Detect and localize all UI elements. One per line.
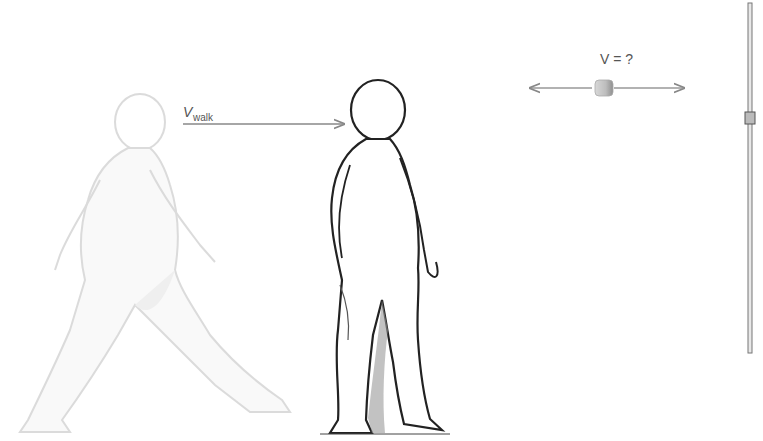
wall xyxy=(748,3,752,353)
velocity-symbol: V xyxy=(183,105,192,119)
ghost-arm xyxy=(150,170,215,262)
velocity-arrow xyxy=(530,87,592,88)
ghost-head xyxy=(115,94,165,150)
unknown-velocity: V = ? xyxy=(600,52,633,66)
walker-shading xyxy=(368,300,388,433)
walker-head xyxy=(351,80,405,140)
walker-shading xyxy=(340,285,349,340)
velocity-subscript: walk xyxy=(193,113,213,123)
wall-bump xyxy=(745,112,755,124)
walker-arm xyxy=(339,165,350,258)
ghost-body xyxy=(20,148,290,432)
walker-arm xyxy=(400,158,438,277)
ball xyxy=(595,80,613,96)
velocity-arrow xyxy=(183,123,344,124)
velocity-arrow xyxy=(614,87,684,88)
ground-line xyxy=(320,434,450,435)
ghost-walker xyxy=(20,94,290,432)
ghost-arm xyxy=(55,180,100,270)
walker-body xyxy=(330,139,442,433)
ghost-shading xyxy=(135,270,175,310)
walker xyxy=(320,80,450,434)
